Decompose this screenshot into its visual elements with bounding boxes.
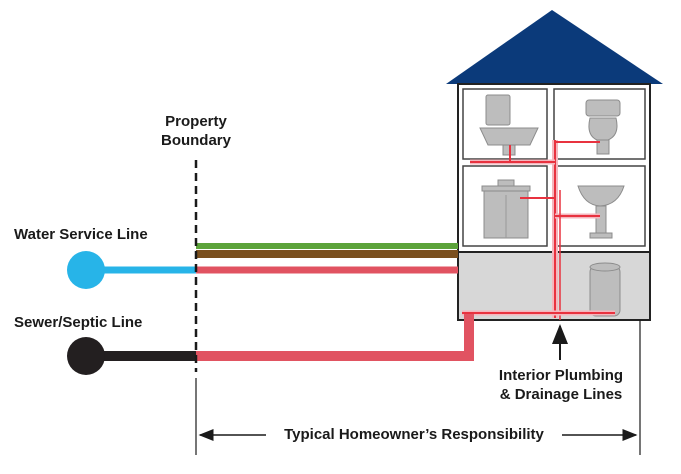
grass-strip xyxy=(196,243,458,249)
toilet-icon xyxy=(585,99,621,155)
sewer-septic-label: Sewer/Septic Line xyxy=(14,314,143,331)
house-roof xyxy=(446,10,663,84)
pedestal-sink-icon xyxy=(577,185,625,239)
property-boundary-label-line1: Property xyxy=(165,113,227,130)
water-heater-icon xyxy=(589,262,621,317)
property-boundary-label-line2: Boundary xyxy=(160,132,231,149)
sewer-private-pipe xyxy=(196,314,474,361)
water-service-label: Water Service Line xyxy=(14,226,148,243)
sewer-main-icon xyxy=(67,337,105,375)
interior-plumbing-label-line2: & Drainage Lines xyxy=(499,386,623,403)
property-boundary-label: Property Boundary xyxy=(148,112,244,150)
interior-plumbing-label: Interior Plumbing & Drainage Lines xyxy=(488,366,634,404)
house-walls xyxy=(457,83,651,321)
interior-plumbing xyxy=(462,140,615,320)
water-main-icon xyxy=(67,251,105,289)
responsibility-label: Typical Homeowner’s Responsibility xyxy=(284,426,544,443)
interior-plumbing-label-line1: Interior Plumbing xyxy=(498,367,624,384)
soil-strip xyxy=(196,250,458,258)
vanity-icon xyxy=(481,179,531,239)
